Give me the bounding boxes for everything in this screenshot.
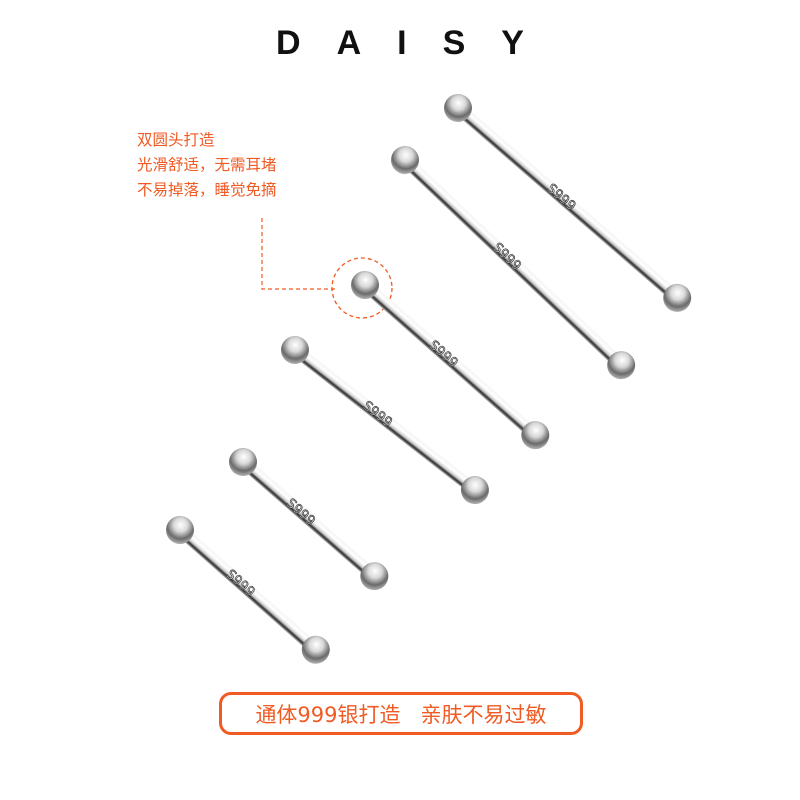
- barbell-2: S999: [391, 146, 636, 380]
- barbell-4: S999: [281, 336, 489, 505]
- barbell-6: S999: [166, 516, 330, 664]
- callout-leader-line: [261, 218, 337, 290]
- barbell-1: S999: [444, 94, 692, 312]
- callout-line-3: 不易掉落，睡觉免摘: [137, 181, 277, 199]
- barbell-5: S999: [229, 448, 389, 591]
- feature-callout: 双圆头打造 光滑舒适，无需耳堵 不易掉落，睡觉免摘: [137, 128, 277, 203]
- callout-highlight-circle: [331, 257, 393, 319]
- barbell-3: S999: [351, 271, 550, 450]
- callout-line-1: 双圆头打造: [137, 131, 215, 149]
- feature-banner: 通体999银打造 亲肤不易过敏: [219, 692, 583, 735]
- callout-line-2: 光滑舒适，无需耳堵: [137, 156, 277, 174]
- brand-logo: DAISY: [276, 24, 560, 62]
